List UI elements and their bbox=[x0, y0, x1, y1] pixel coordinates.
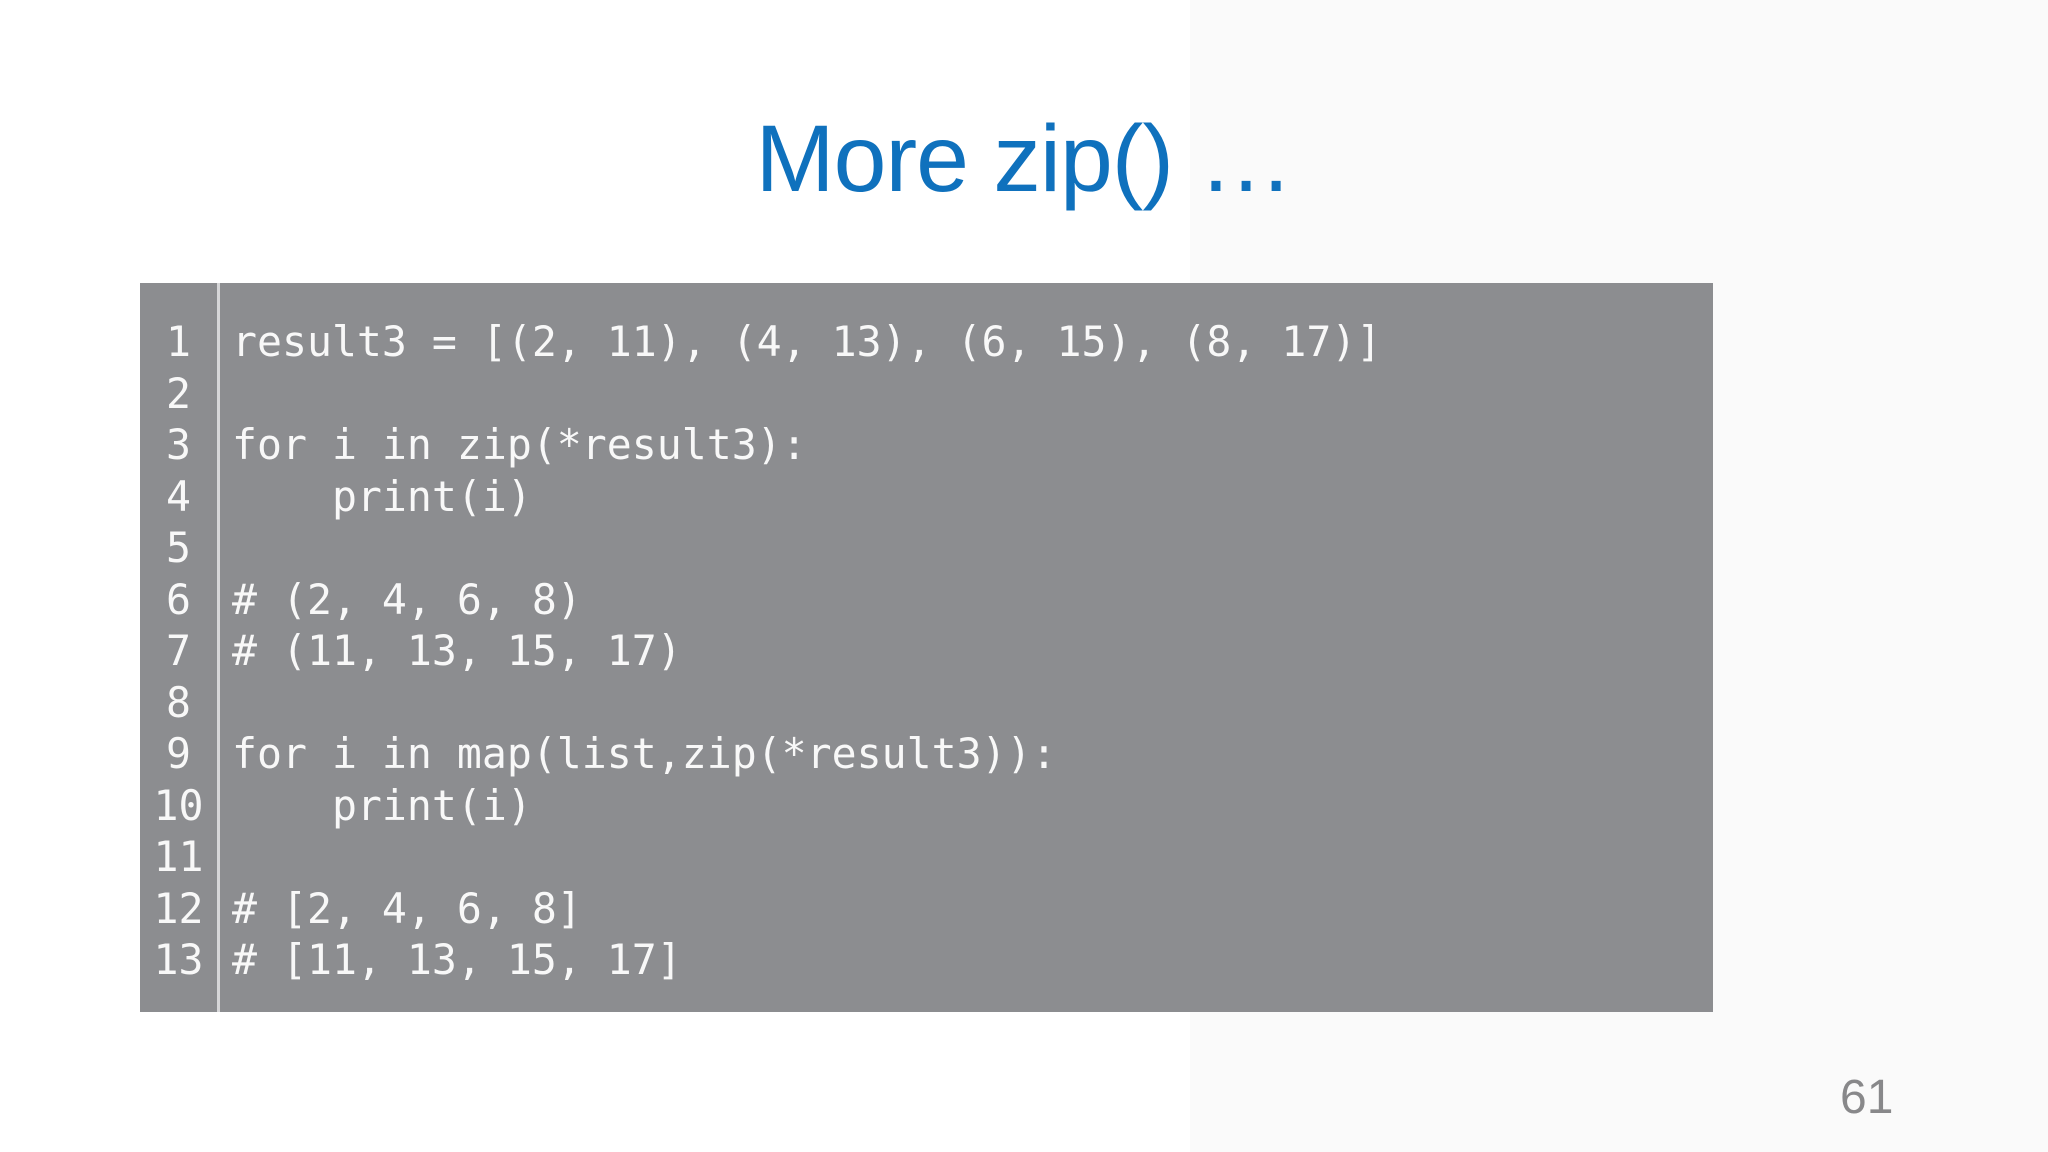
code-line: # (2, 4, 6, 8) bbox=[232, 574, 582, 624]
line-number: 12 bbox=[153, 883, 204, 933]
line-number: 4 bbox=[166, 471, 191, 521]
code-block: 1 2 3 4 5 6 7 8 9 10 11 12 13 result3 = … bbox=[140, 283, 1713, 1012]
gutter-divider bbox=[217, 283, 220, 1012]
code-line: for i in map(list,zip(*result3)): bbox=[232, 729, 1057, 778]
code-lines: result3 = [(2, 11), (4, 13), (6, 15), (8… bbox=[220, 283, 1713, 1012]
code-line: # [2, 4, 6, 8] bbox=[232, 883, 582, 933]
code-line: print(i) bbox=[232, 780, 532, 830]
code-line: for i in zip(*result3): bbox=[232, 420, 807, 469]
line-number: 6 bbox=[166, 574, 191, 624]
line-number: 1 bbox=[166, 317, 191, 366]
code-line bbox=[232, 677, 1713, 729]
page-number: 61 bbox=[1840, 1071, 1894, 1124]
line-number: 9 bbox=[166, 729, 191, 778]
line-number: 8 bbox=[166, 677, 191, 727]
slide-title: More zip() … bbox=[755, 106, 1294, 212]
code-line: # [11, 13, 15, 17] bbox=[232, 935, 682, 984]
line-number-gutter: 1 2 3 4 5 6 7 8 9 10 11 12 13 bbox=[140, 283, 217, 1012]
line-number: 11 bbox=[153, 832, 204, 881]
line-number: 7 bbox=[166, 626, 191, 675]
line-number: 10 bbox=[153, 780, 204, 830]
code-line: result3 = [(2, 11), (4, 13), (6, 15), (8… bbox=[232, 317, 1382, 366]
code-line bbox=[232, 522, 1713, 574]
code-line bbox=[232, 831, 1713, 883]
line-number: 2 bbox=[166, 368, 191, 418]
line-number: 13 bbox=[153, 935, 204, 984]
code-line bbox=[232, 368, 1713, 420]
line-number: 3 bbox=[166, 420, 191, 469]
line-number: 5 bbox=[166, 523, 191, 572]
code-line: # (11, 13, 15, 17) bbox=[232, 626, 682, 675]
code-line: print(i) bbox=[232, 471, 532, 521]
